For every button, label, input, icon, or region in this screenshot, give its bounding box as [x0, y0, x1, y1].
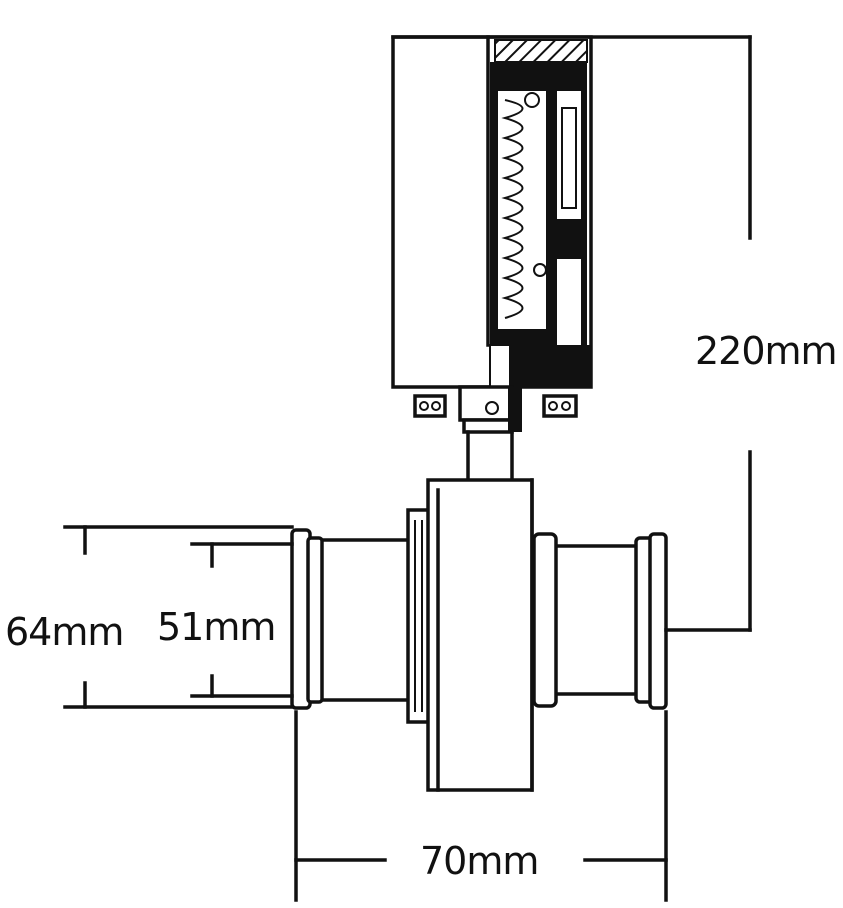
- dimension-length: [294, 710, 668, 902]
- dimension-outer-diameter-label: 64mm: [5, 610, 123, 654]
- stem-coupling: [413, 385, 578, 482]
- dimension-inner-diameter-label: 51mm: [157, 605, 275, 649]
- dimension-length-label: 70mm: [420, 839, 538, 883]
- dimension-height-label: 220mm: [695, 329, 837, 373]
- spring: [501, 92, 547, 319]
- dimension-outer-diameter: [63, 525, 294, 709]
- valve-body: [290, 478, 752, 792]
- dimension-inner-diameter: [190, 542, 294, 698]
